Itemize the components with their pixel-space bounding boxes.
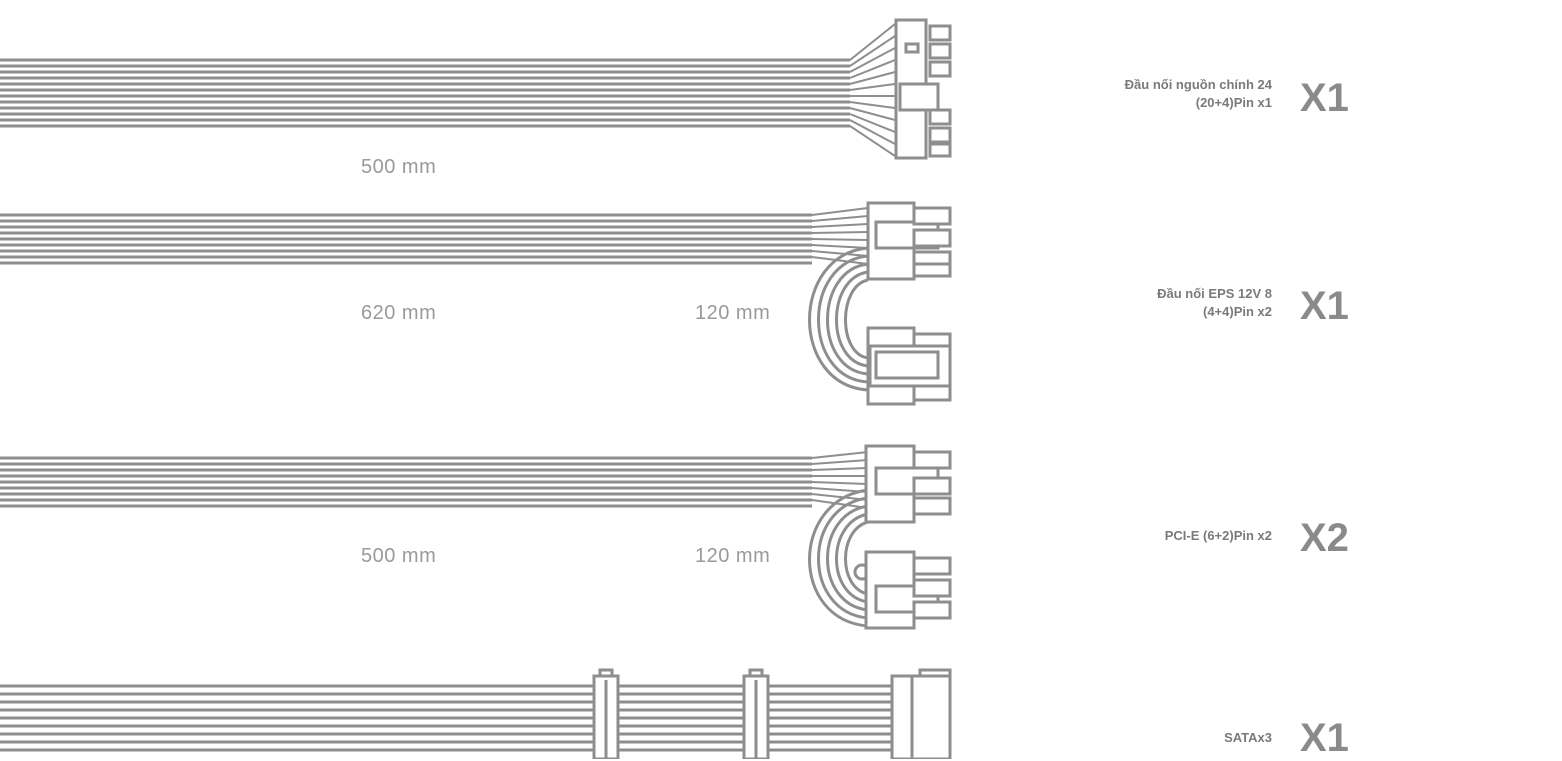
connector-description: PCI-E (6+2)Pin x2 — [1164, 528, 1272, 543]
quantity-label: X1 — [1300, 716, 1349, 760]
branch-length-label: 120 mm — [695, 302, 771, 324]
quantity-label: X1 — [1300, 284, 1349, 328]
quantity-label: X2 — [1300, 516, 1349, 560]
pcie-connector-a — [864, 444, 952, 524]
cable-length-label: 500 mm — [361, 545, 437, 567]
quantity-label: X1 — [1300, 76, 1349, 120]
eps-connector-b — [866, 326, 952, 406]
connector-description: Đầu nối nguồn chính 24 (20+4)Pin x1 — [1124, 77, 1272, 110]
sata-connector-3 — [890, 668, 952, 759]
atx-24pin-cable — [0, 23, 896, 157]
atx-24pin-connector — [894, 18, 952, 160]
sata-connector-1 — [592, 668, 620, 759]
cable-length-label: 500 mm — [361, 156, 437, 178]
sata-cable — [0, 684, 892, 752]
connector-description: Đầu nối EPS 12V 8 (4+4)Pin x2 — [1157, 286, 1272, 319]
pcie-cable — [0, 451, 871, 628]
eps-cable — [0, 207, 869, 392]
branch-length-label: 120 mm — [695, 545, 771, 567]
cable-length-label: 620 mm — [361, 302, 437, 324]
sata-connector-2 — [742, 668, 770, 759]
eps-connector-a — [866, 201, 952, 281]
pcie-connector-b — [864, 550, 952, 630]
connector-description: SATAx3 — [1224, 730, 1272, 745]
